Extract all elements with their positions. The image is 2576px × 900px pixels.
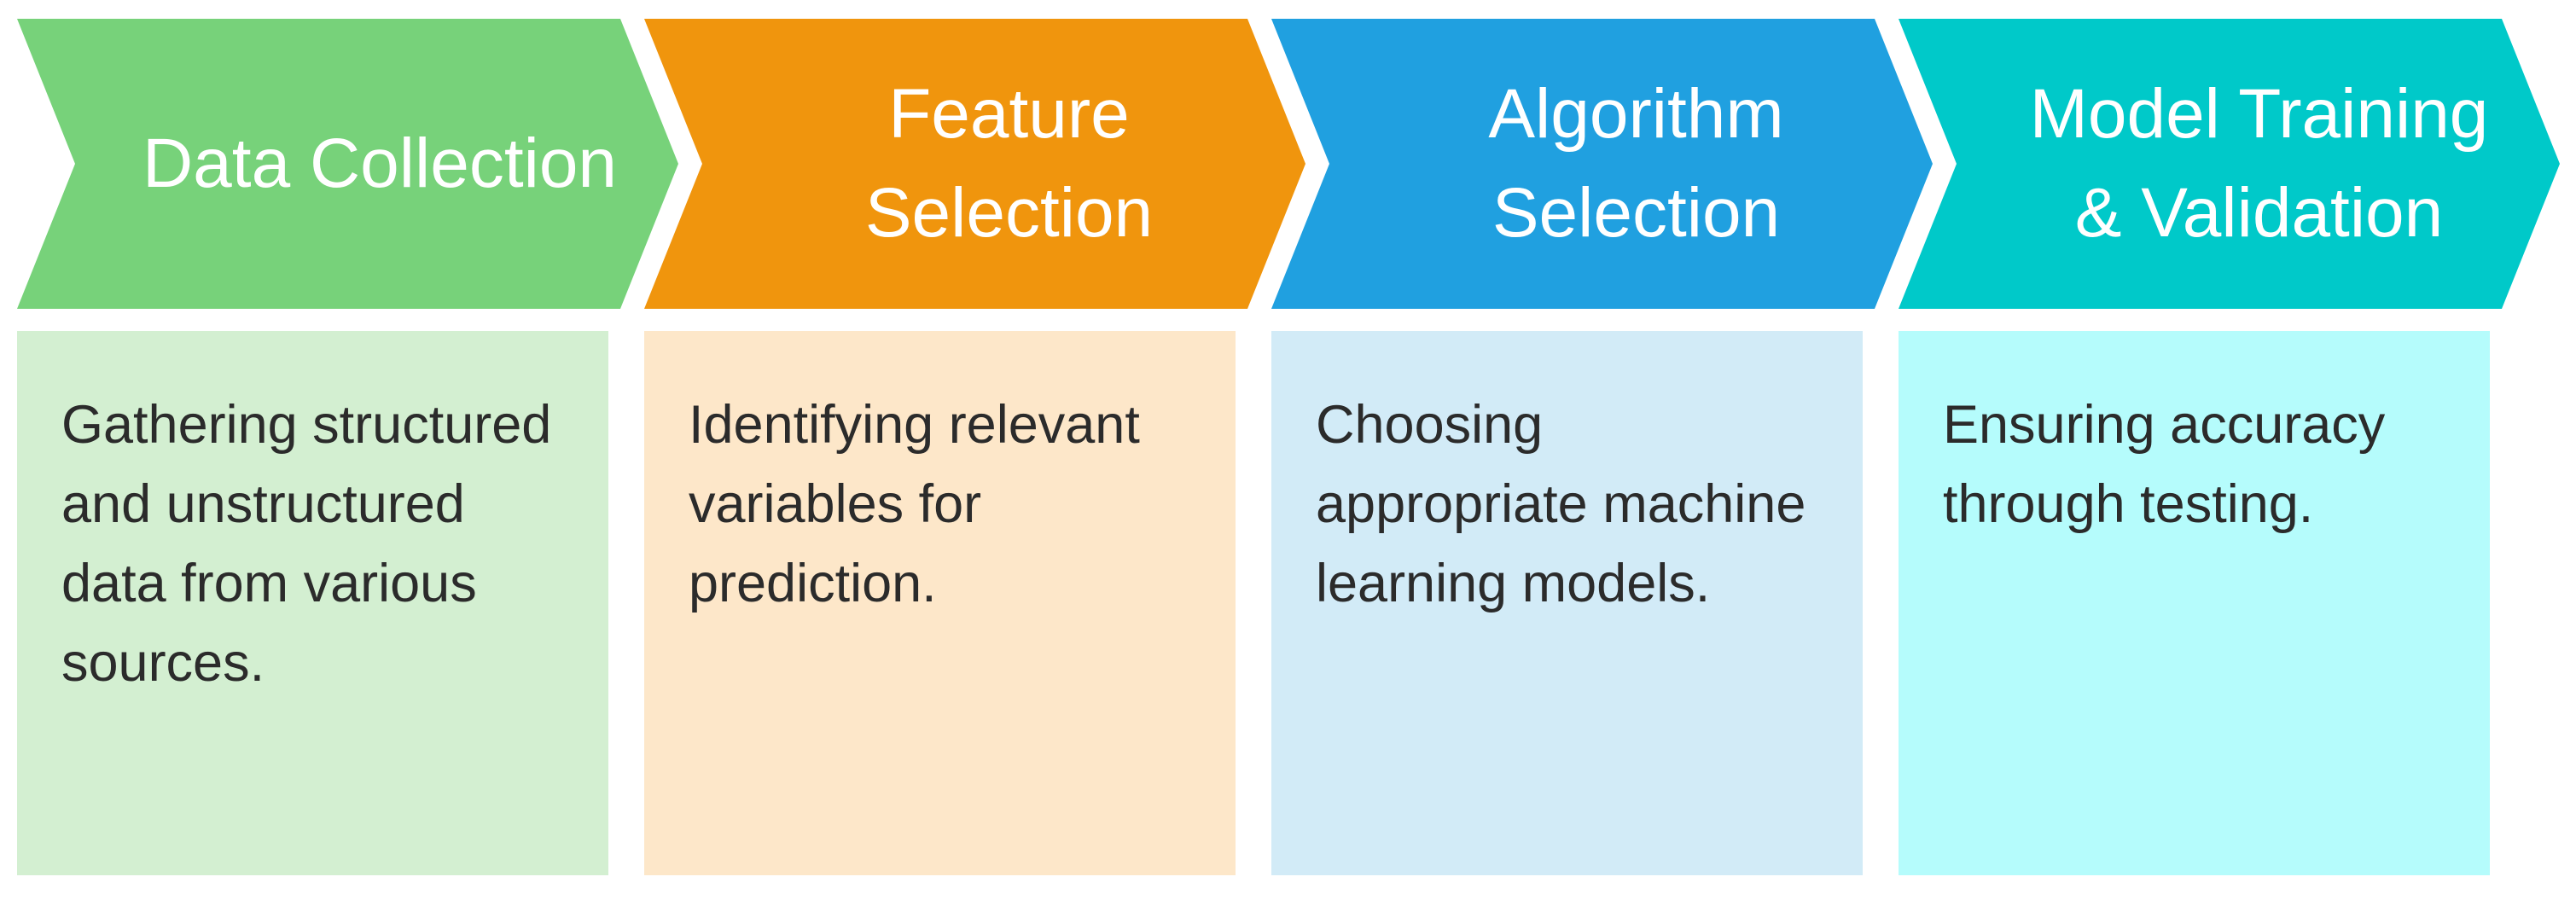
step-1-chevron: Data Collection bbox=[17, 19, 678, 309]
step-4-title: Model Training & Validation bbox=[1958, 65, 2560, 263]
step-1-title: Data Collection bbox=[81, 114, 678, 213]
step-4-description: Ensuring accuracy through testing. bbox=[1943, 395, 2386, 534]
step-2-chevron: Feature Selection bbox=[644, 19, 1305, 309]
step-3-title-line-2: Selection bbox=[1492, 174, 1781, 252]
step-3-title-line-1: Algorithm bbox=[1488, 75, 1784, 153]
step-3-description: Choosing appropriate machine learning mo… bbox=[1316, 395, 1806, 613]
step-2-title-line-2: Selection bbox=[864, 174, 1154, 252]
step-4-chevron: Model Training & Validation bbox=[1899, 19, 2560, 309]
step-3-chevron: Algorithm Selection bbox=[1271, 19, 1933, 309]
step-2-title-line-1: Feature bbox=[888, 75, 1130, 153]
step-4-description-box: Ensuring accuracy through testing. bbox=[1899, 331, 2490, 875]
step-3-chevron-shape bbox=[1271, 19, 1933, 309]
step-4-title-line-1: Model Training bbox=[2029, 75, 2489, 153]
step-1-description-box: Gathering structured and unstructured da… bbox=[17, 331, 608, 875]
step-2-description: Identifying relevant variables for predi… bbox=[689, 395, 1140, 613]
step-4-title-line-2: & Validation bbox=[2074, 174, 2444, 252]
step-3-description-box: Choosing appropriate machine learning mo… bbox=[1271, 331, 1863, 875]
step-1-description: Gathering structured and unstructured da… bbox=[61, 395, 552, 693]
step-3-title: Algorithm Selection bbox=[1340, 65, 1933, 263]
step-1-chevron-shape bbox=[17, 19, 678, 309]
step-4-chevron-shape bbox=[1899, 19, 2560, 309]
step-2-title: Feature Selection bbox=[712, 65, 1305, 263]
step-1-title-line-1: Data Collection bbox=[142, 125, 618, 202]
step-2-description-box: Identifying relevant variables for predi… bbox=[644, 331, 1236, 875]
step-2-chevron-shape bbox=[644, 19, 1305, 309]
